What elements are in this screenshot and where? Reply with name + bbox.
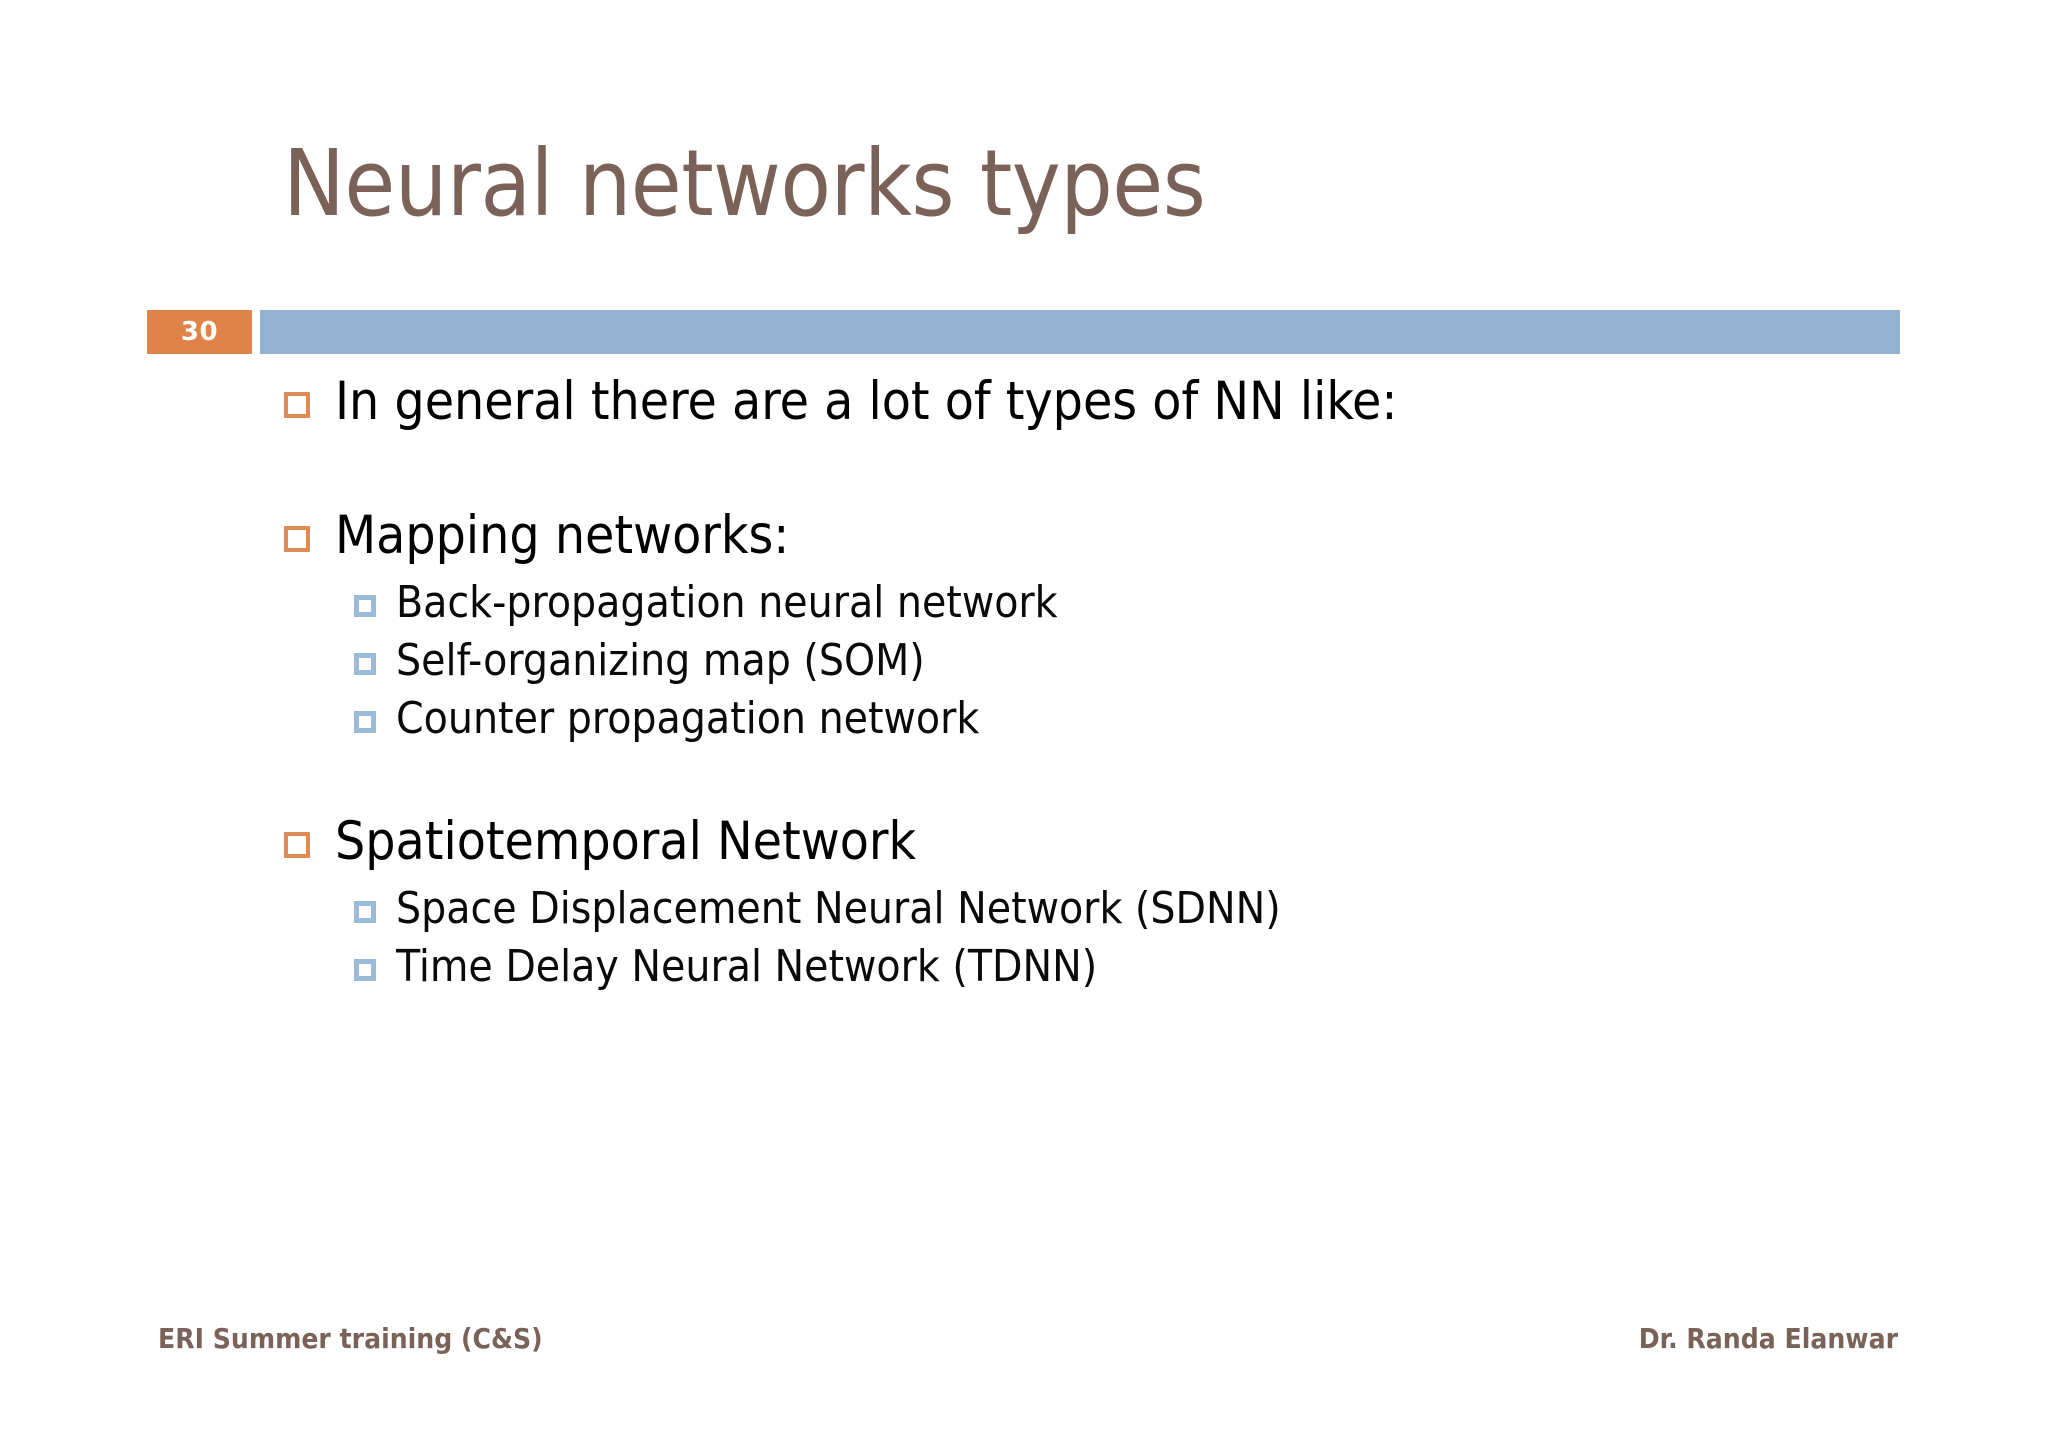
list-item: Mapping networks: <box>0 506 2048 578</box>
sub-item-counter-propagation: Counter propagation network <box>396 693 980 744</box>
blue-square-bullet-icon <box>354 595 376 617</box>
blue-square-bullet-icon <box>354 901 376 923</box>
list-item: Time Delay Neural Network (TDNN) <box>0 942 2048 1000</box>
sub-item-self-organizing-map: Self-organizing map (SOM) <box>396 635 925 686</box>
orange-hollow-square-bullet-icon <box>284 392 310 418</box>
orange-hollow-square-bullet-icon <box>284 832 310 858</box>
list-item: In general there are a lot of types of N… <box>0 372 2048 444</box>
blue-square-bullet-icon <box>354 959 376 981</box>
page-title: Neural networks types <box>283 130 1206 237</box>
sub-item-back-propagation: Back-propagation neural network <box>396 577 1058 628</box>
divider-bar <box>260 310 1900 354</box>
list-item: Back-propagation neural network <box>0 578 2048 636</box>
blue-square-bullet-icon <box>354 711 376 733</box>
sub-item-time-delay: Time Delay Neural Network (TDNN) <box>396 941 1098 992</box>
sub-item-space-displacement: Space Displacement Neural Network (SDNN) <box>396 883 1281 934</box>
section-heading-mapping-networks: Mapping networks: <box>335 505 790 566</box>
orange-hollow-square-bullet-icon <box>284 526 310 552</box>
bullet-text-intro: In general there are a lot of types of N… <box>335 371 1398 432</box>
list-item: Space Displacement Neural Network (SDNN) <box>0 884 2048 942</box>
list-item: Counter propagation network <box>0 694 2048 752</box>
list-item: Self-organizing map (SOM) <box>0 636 2048 694</box>
spacer <box>0 444 2048 506</box>
slide-footer: ERI Summer training (C&S) Dr. Randa Elan… <box>0 1322 2048 1370</box>
blue-square-bullet-icon <box>354 653 376 675</box>
title-divider: 30 <box>0 310 2048 354</box>
list-item: Spatiotemporal Network <box>0 812 2048 884</box>
slide-number-badge: 30 <box>147 310 252 354</box>
spacer <box>0 752 2048 812</box>
footer-author-label: Dr. Randa Elanwar <box>1638 1322 1898 1355</box>
footer-course-label: ERI Summer training (C&S) <box>158 1322 543 1355</box>
section-heading-spatiotemporal-network: Spatiotemporal Network <box>335 811 917 872</box>
slide-body: In general there are a lot of types of N… <box>0 372 2048 1000</box>
